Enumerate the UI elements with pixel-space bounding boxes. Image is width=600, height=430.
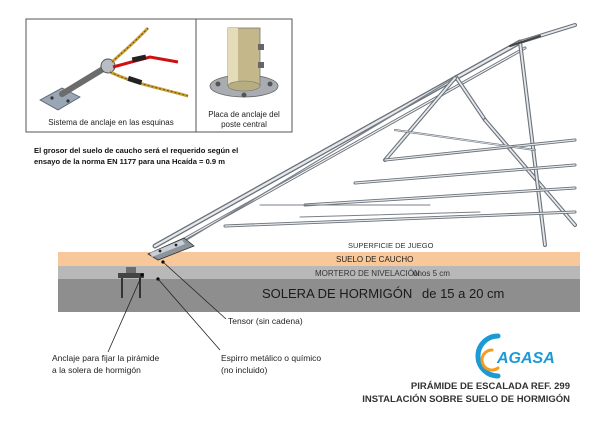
center-caption-line2: poste central (221, 120, 267, 129)
mortar-layer-label: MORTERO DE NIVELACIÓN (315, 269, 420, 278)
agasa-logo: AGASA (475, 333, 555, 379)
base-anchor (118, 237, 195, 298)
rubber-layer (58, 252, 580, 266)
center-caption-line1: Placa de anclaje del (208, 110, 280, 119)
concrete-layer (58, 279, 580, 312)
play-surface-label: SUPERFICIE DE JUEGO (348, 241, 434, 250)
rubber-thickness-note-line1: El grosor del suelo de caucho será el re… (34, 146, 238, 155)
corner-caption: Sistema de anclaje en las esquinas (48, 118, 173, 127)
spiral-label-line1: Espirro metálico o químico (221, 353, 321, 363)
logo-swirl-icon (475, 333, 501, 379)
center-plate-illustration (209, 27, 279, 98)
logo-accent-icon (480, 348, 500, 372)
tensor-label: Tensor (sin cadena) (228, 316, 303, 326)
title-line2: INSTALACIÓN SOBRE SUELO DE HORMIGÓN (362, 393, 570, 405)
mortar-thickness-label: unos 5 cm (413, 269, 450, 278)
ground-layers (58, 252, 580, 312)
spiral-label-line2: (no incluido) (221, 365, 267, 375)
rubber-thickness-note-line2: ensayo de la norma EN 1177 para una Hcaí… (34, 157, 225, 166)
mortar-layer (58, 266, 580, 279)
title-line1: PIRÁMIDE DE ESCALADA REF. 299 (411, 381, 570, 392)
anchor-label-line1: Anclaje para fijar la pirámide (52, 353, 160, 363)
rubber-layer-label: SUELO DE CAUCHO (336, 255, 413, 264)
pyramid-frame (152, 23, 577, 249)
corner-anchor-illustration (39, 26, 189, 111)
concrete-thickness-label: de 15 a 20 cm (422, 286, 504, 301)
logo-text: AGASA (496, 350, 555, 367)
concrete-layer-label: SOLERA DE HORMIGÓN (262, 286, 412, 301)
anchor-label-line2: a la solera de hormigón (52, 365, 141, 375)
inset-panels: Sistema de anclaje en las esquinas Placa… (25, 18, 293, 133)
callout-leaders (107, 261, 227, 353)
